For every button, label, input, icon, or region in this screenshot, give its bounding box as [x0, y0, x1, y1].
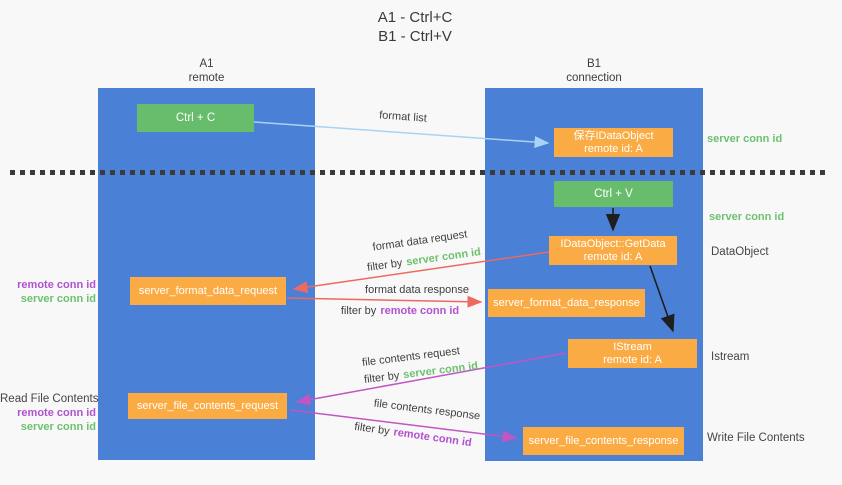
node-server-format-data-request: server_format_data_request: [130, 277, 286, 305]
side-label-istream: Istream: [711, 351, 750, 363]
left-conn-id-block-1: remote conn id server conn id: [0, 279, 96, 306]
node-format-response-label: server_format_data_response: [493, 296, 640, 309]
left-remote-conn-id-2: remote conn id: [17, 407, 96, 419]
label-file-contents-response: file contents response: [373, 397, 481, 423]
lane-header-a1: A1 remote: [98, 57, 315, 85]
node-save-idataobject-line1: 保存IDataObject: [573, 129, 654, 142]
dotted-separator-line: [10, 170, 830, 175]
node-file-response-label: server_file_contents_response: [528, 434, 679, 447]
remote-conn-id-text: remote conn id: [380, 305, 460, 317]
node-getdata-line2: remote id: A: [583, 250, 643, 263]
lane-header-b1: B1 connection: [485, 57, 703, 85]
left-read-file-contents: Read File Contents: [0, 393, 99, 405]
node-istream: IStream remote id: A: [568, 339, 697, 368]
node-ctrl-c-label: Ctrl + C: [175, 111, 216, 124]
label-format-list: format list: [378, 109, 428, 125]
left-remote-conn-id-1: remote conn id: [17, 279, 96, 291]
arrow-format-data-response: [286, 295, 483, 308]
node-server-file-contents-request: server_file_contents_request: [128, 393, 287, 419]
filter-by-text: filter by: [353, 420, 391, 438]
left-server-conn-id-1: server conn id: [20, 292, 96, 305]
filter-by-text: filter by: [340, 305, 377, 317]
node-ctrl-c: Ctrl + C: [137, 104, 254, 132]
remote-conn-id-text: remote conn id: [392, 426, 473, 450]
server-conn-id-text: server conn id: [405, 246, 482, 269]
side-label-server-conn-id-top: server conn id: [707, 133, 783, 145]
node-server-format-data-response: server_format_data_response: [488, 289, 645, 317]
lane-b1-title: B1: [586, 58, 602, 70]
title-line-2: B1 - Ctrl+V: [378, 28, 452, 45]
filter-by-text: filter by: [366, 257, 404, 274]
node-idataobject-getdata: IDataObject::GetData remote id: A: [549, 236, 677, 265]
server-conn-id-text: server conn id: [402, 360, 479, 382]
node-format-request-label: server_format_data_request: [138, 284, 278, 297]
node-ctrl-v: Ctrl + V: [554, 181, 673, 207]
node-istream-line1: IStream: [613, 340, 652, 353]
diagram-title: A1 - Ctrl+C B1 - Ctrl+V: [325, 8, 505, 46]
node-save-idataobject: 保存IDataObject remote id: A: [554, 128, 673, 157]
side-label-write-file-contents: Write File Contents: [707, 432, 805, 444]
node-server-file-contents-response: server_file_contents_response: [523, 427, 684, 455]
filter-by-text: filter by: [363, 369, 401, 386]
side-label-server-conn-id-mid: server conn id: [709, 211, 785, 223]
left-server-conn-id-2: server conn id: [20, 420, 96, 433]
side-label-dataobject: DataObject: [711, 246, 769, 258]
node-ctrl-v-label: Ctrl + V: [594, 187, 633, 200]
node-istream-line2: remote id: A: [603, 353, 662, 366]
node-file-request-label: server_file_contents_request: [136, 399, 279, 412]
lane-a1-title: A1: [199, 58, 214, 70]
label-format-data-response: format data response: [365, 284, 469, 296]
lane-a1-subtitle: remote: [188, 72, 225, 84]
node-getdata-line1: IDataObject::GetData: [560, 237, 666, 250]
node-save-idataobject-line2: remote id: A: [584, 142, 643, 155]
left-conn-id-block-2: Read File Contents remote conn id server…: [0, 391, 99, 434]
title-line-1: A1 - Ctrl+C: [377, 9, 453, 26]
lane-b1-subtitle: connection: [566, 72, 622, 84]
